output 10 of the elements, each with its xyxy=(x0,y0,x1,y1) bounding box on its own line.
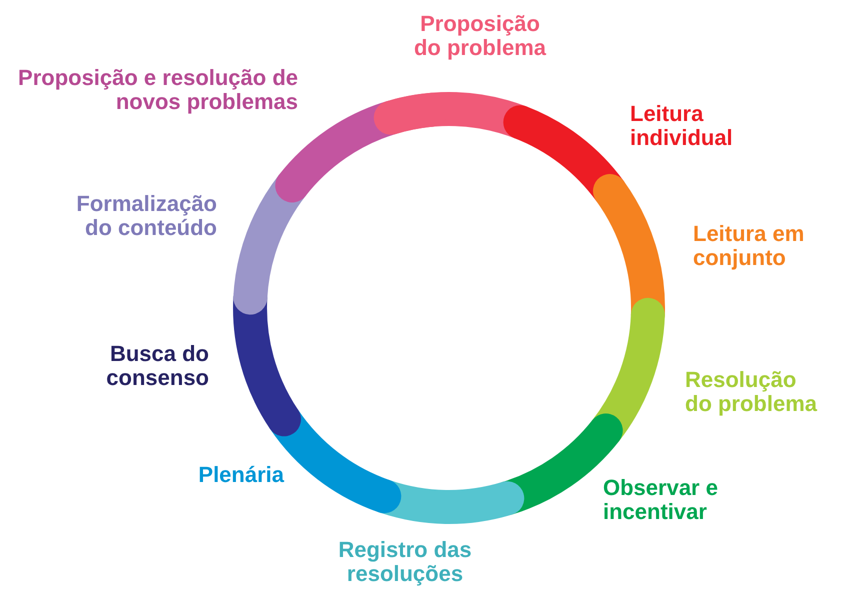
step-label: Resolução do problema xyxy=(685,368,820,416)
step-label: Leitura em conjunto xyxy=(693,222,838,270)
step-label: Proposição e resolução de novos problemas xyxy=(12,66,298,114)
step-label: Observar e incentivar xyxy=(603,476,763,524)
step-label: Proposição do problema xyxy=(412,12,548,60)
step-label: Plenária xyxy=(150,463,284,487)
step-label: Registro das resoluções xyxy=(320,538,490,586)
step-label: Leitura individual xyxy=(630,102,770,150)
step-label: Busca do consenso xyxy=(60,342,209,390)
step-label: Formalização do conteúdo xyxy=(62,192,217,240)
